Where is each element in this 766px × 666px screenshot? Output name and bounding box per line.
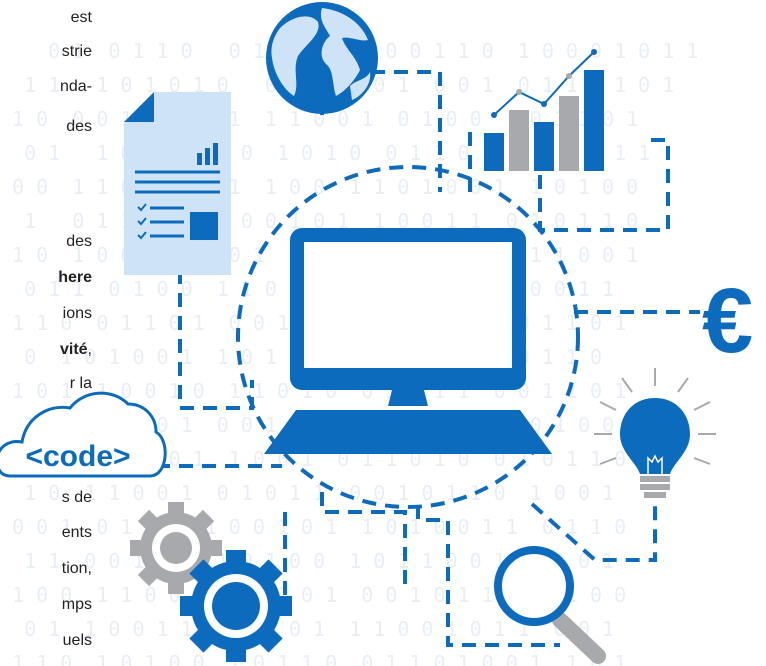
text-line: tion,	[61, 560, 92, 577]
code-cloud-icon: <code>	[0, 391, 167, 478]
document-icon	[124, 92, 231, 275]
computer-monitor-icon	[264, 228, 552, 454]
svg-text:€: €	[702, 270, 753, 372]
magnifier-icon	[494, 546, 606, 664]
gears-icon	[130, 502, 292, 662]
text-line: uels	[62, 632, 92, 649]
bar-chart-icon	[484, 49, 604, 171]
text-line: ents	[61, 524, 92, 541]
text-line: mps	[61, 596, 92, 613]
euro-icon: €	[702, 270, 753, 372]
text-line-bold: here	[58, 269, 92, 286]
text-line: strie	[61, 43, 92, 60]
cropped-article-text: est strie nda- des des here ions vité, r…	[0, 0, 92, 666]
text-line: ions	[62, 305, 92, 322]
text-line-bold: vité,	[59, 341, 92, 358]
text-line: r la	[69, 375, 92, 392]
text-line: nda-	[59, 78, 92, 95]
text-line: s de	[61, 489, 92, 506]
text-line: est	[70, 9, 92, 26]
text-line: des	[66, 118, 92, 135]
text-line: des	[66, 233, 92, 250]
lightbulb-icon	[594, 368, 716, 498]
globe-icon	[266, 2, 378, 114]
svg-text:<code>: <code>	[25, 440, 130, 473]
dashed-connectors	[156, 70, 700, 647]
